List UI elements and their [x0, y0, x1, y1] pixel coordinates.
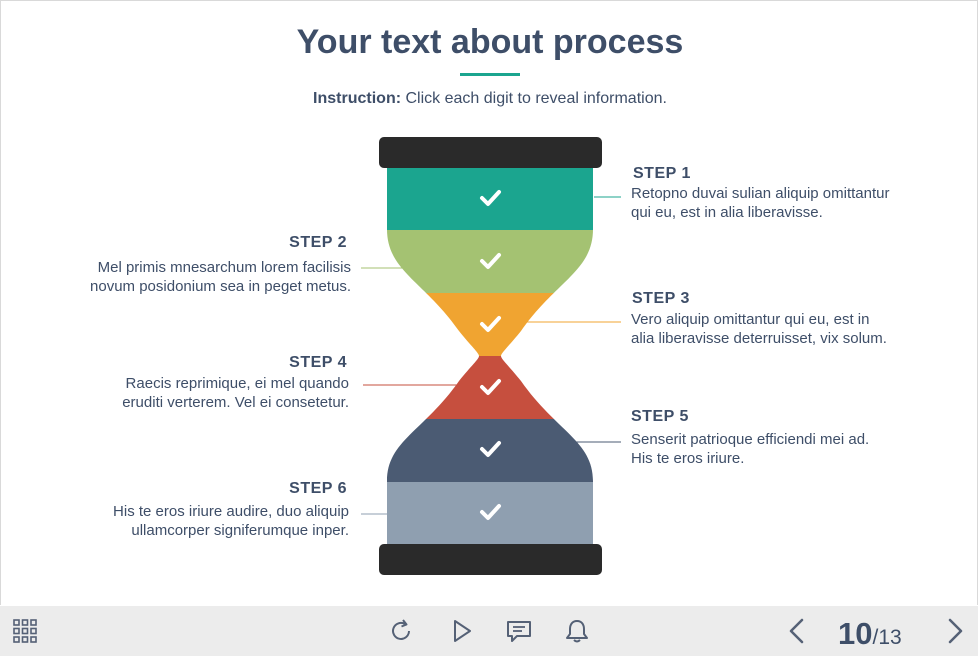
page-title: Your text about process: [296, 23, 684, 61]
step-3-text: Vero aliquip omittantur qui eu, est in a…: [631, 310, 931, 348]
grid-menu-icon[interactable]: [12, 618, 38, 644]
step-6-line-1: His te eros iriure audire, duo aliquip: [113, 503, 349, 520]
check-icon: [480, 504, 501, 520]
page-counter: 10/13: [838, 616, 902, 651]
prev-arrow-icon[interactable]: [784, 618, 810, 644]
step-2-text: Mel primis mnesarchum lorem facilisis no…: [51, 258, 351, 296]
comment-icon[interactable]: [506, 618, 532, 644]
step-4-line-1: Raecis reprimique, ei mel quando: [125, 375, 349, 392]
page-separator: /: [872, 626, 879, 649]
check-icon: [480, 190, 501, 206]
step-5-title[interactable]: STEP 5: [631, 408, 689, 425]
check-icon: [480, 253, 501, 269]
play-icon[interactable]: [449, 618, 475, 644]
step-2-title[interactable]: STEP 2: [289, 234, 347, 251]
step-1-text: Retopno duvai sulian aliquip omittantur …: [631, 184, 931, 222]
check-icon: [480, 441, 501, 457]
hourglass-top-cap: [379, 137, 602, 168]
step-6-title[interactable]: STEP 6: [289, 480, 347, 497]
step-1-line-1: Retopno duvai sulian aliquip omittantur: [631, 185, 890, 202]
next-arrow-icon[interactable]: [942, 618, 968, 644]
hourglass: [361, 137, 621, 575]
replay-icon[interactable]: [388, 618, 414, 644]
step-4-title[interactable]: STEP 4: [289, 354, 347, 371]
bell-icon[interactable]: [564, 618, 590, 644]
step-5-line-1: Senserit patrioque efficiendi mei ad.: [631, 431, 870, 448]
slide: Your text about process Instruction: Cli…: [0, 0, 978, 605]
step-3-title[interactable]: STEP 3: [632, 290, 690, 307]
hourglass-bottom-cap: [379, 544, 602, 575]
player-toolbar: 10/13: [0, 606, 978, 656]
connector-lines: [361, 196, 621, 515]
page-current: 10: [838, 616, 873, 651]
step-3-line-1: Vero aliquip omittantur qui eu, est in: [631, 311, 870, 328]
step-1-title[interactable]: STEP 1: [633, 165, 691, 182]
step-1-line-2: qui eu, est in alia liberavisse.: [631, 204, 823, 221]
segment-step-1[interactable]: [361, 167, 621, 230]
step-6-text: His te eros iriure audire, duo aliquip u…: [49, 502, 349, 540]
step-5-line-2: His te eros iriure.: [631, 450, 745, 467]
step-6-line-2: ullamcorper signiferumque inper.: [131, 522, 349, 539]
step-3-line-2: alia liberavisse deterruisset, vix solum…: [631, 330, 887, 347]
step-2-line-1: Mel primis mnesarchum lorem facilisis: [97, 259, 351, 276]
step-4-line-2: eruditi verterem. Vel ei consetetur.: [122, 394, 349, 411]
page-total: 13: [878, 626, 902, 649]
step-2-line-2: novum posidonium sea in peget metus.: [90, 278, 351, 295]
step-5-text: Senserit patrioque efficiendi mei ad. Hi…: [631, 430, 931, 468]
instruction-label: Instruction:: [313, 90, 402, 107]
segment-step-2[interactable]: [361, 230, 621, 293]
title-underline: [460, 73, 520, 76]
check-icon: [480, 379, 501, 395]
instruction-text: Click each digit to reveal information.: [401, 90, 667, 107]
check-icon: [480, 316, 501, 332]
step-4-text: Raecis reprimique, ei mel quando eruditi…: [49, 374, 349, 412]
instruction: Instruction: Click each digit to reveal …: [1, 90, 978, 108]
